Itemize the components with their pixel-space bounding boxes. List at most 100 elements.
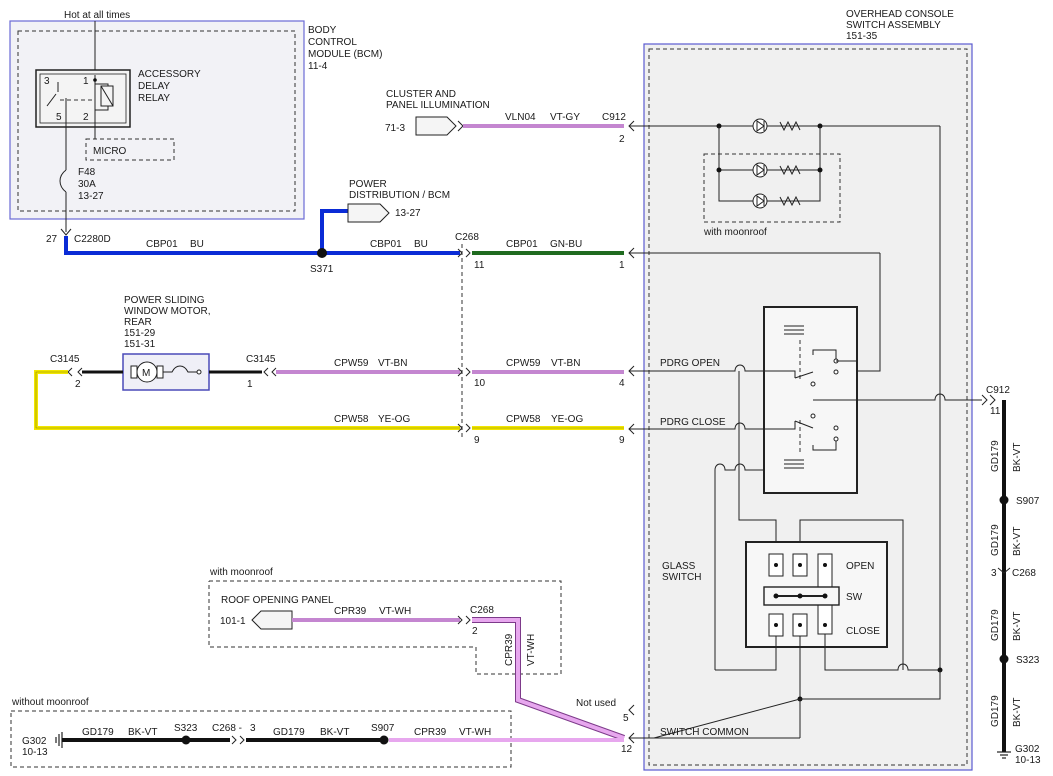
lamp-loop: [718, 126, 821, 202]
motor-brush-right: [156, 365, 164, 379]
console-pin-arrows: [628, 120, 635, 744]
cpw59-pin4: 4: [619, 378, 625, 389]
wire-cbp01-power-dist: [320, 209, 348, 253]
motor-title-4: 151-29: [124, 328, 156, 339]
relay-coil-diag: [100, 85, 114, 107]
pdrg-close-line: [629, 421, 796, 430]
cpw58-pin9b: 9: [619, 435, 625, 446]
c268-right-pin: 3: [991, 568, 997, 579]
bcm-title-2: CONTROL: [308, 37, 357, 48]
c268-pin11-arrow-b: [465, 248, 471, 258]
c268-bottom-pin: 3: [250, 723, 256, 734]
glass-switch-title-2: SWITCH: [662, 572, 701, 583]
switch-close-label: CLOSE: [846, 626, 880, 637]
relay-title-3: RELAY: [138, 93, 170, 104]
lamp-resistor-3: [779, 195, 801, 207]
cbp01-wire-label-1: CBP01: [146, 239, 178, 250]
c268-bottom-arrow-b: [239, 735, 245, 745]
c268-pin11-arrow-a: [457, 248, 463, 258]
c912-top-pin: 2: [619, 134, 625, 145]
cpr39-color-label-1: VT-WH: [379, 606, 411, 617]
roof-panel-ref: 101-1: [220, 616, 246, 627]
lamp-junction-d: [817, 167, 823, 173]
wire-cpw58-a-edge: [35, 371, 460, 429]
cpw59-wire-label-1: CPW59: [334, 358, 369, 369]
pdrg-open-label: PDRG OPEN: [660, 358, 720, 369]
lamp-led-2-symbol: [756, 164, 765, 176]
cpr39-vertical-wire-label: CPR39: [504, 633, 515, 666]
cbp01-wire-label-2: CBP01: [370, 239, 402, 250]
c268-pin9-arrow-b: [465, 423, 471, 433]
splice-s907-right: [999, 495, 1009, 505]
motor-title-2: WINDOW MOTOR,: [124, 306, 210, 317]
c268-right-label: C268: [1012, 568, 1036, 579]
g302-right-1: G302: [1015, 744, 1040, 755]
cluster-title-2: PANEL ILLUMINATION: [386, 100, 490, 111]
power-dist-connector: [347, 203, 390, 223]
c912-right-arrow-a: [981, 394, 988, 406]
wire-cpr39-vertical: [472, 618, 625, 740]
ground-symbol-right: [997, 751, 1011, 759]
hot-at-all-times: Hot at all times: [64, 10, 130, 21]
c268-bottom-arrow-a: [231, 735, 237, 745]
motor-m-label: M: [142, 368, 150, 379]
moonroof-lamps-label: with moonroof: [703, 227, 767, 238]
cluster-ref: 71-3: [385, 123, 405, 134]
cbp01-pin1: 1: [619, 260, 625, 271]
cpw58-color-label-1: YE-OG: [378, 414, 410, 425]
wire-cbp01-blue: [64, 236, 460, 255]
fuse-rating: 30A: [78, 179, 96, 190]
c912-right-label: C912: [986, 385, 1010, 396]
pin12-label: 12: [621, 744, 633, 755]
c3145-left-pin: 2: [75, 379, 81, 390]
cbp01-color-label-3: GN-BU: [550, 239, 582, 250]
c2280-pin: 27: [46, 234, 58, 245]
pdrg-close-label: PDRG CLOSE: [660, 417, 726, 428]
motor-title-3: REAR: [124, 317, 152, 328]
bcm-title-3: MODULE (BCM): [308, 49, 382, 60]
c3145-right-label: C3145: [246, 354, 276, 365]
c2280-arrow: [60, 228, 72, 236]
relay-coil-leads: [95, 83, 109, 111]
not-used-label: Not used: [576, 698, 616, 709]
bkvt-a-label: BK-VT: [1012, 443, 1023, 472]
vln04-wire-label: VLN04: [505, 112, 536, 123]
fuse-f48: [59, 169, 67, 193]
bkvt-d-label: BK-VT: [1012, 698, 1023, 727]
c268-bottom-label: C268 -: [212, 723, 242, 734]
relay-coil: [100, 85, 114, 107]
power-dist-ref: 13-27: [395, 208, 421, 219]
console-power-drop: [857, 253, 881, 372]
s323-right-label: S323: [1016, 655, 1040, 666]
motor-brush-left: [130, 365, 138, 379]
c268-pin10-arrow-a: [457, 367, 463, 377]
relay-title-1: ACCESSORY: [138, 69, 201, 80]
relay-inner: [39, 73, 127, 124]
c268-pin9-arrow-a: [457, 423, 463, 433]
lamp-junction-c: [716, 167, 722, 173]
fuse-name: F48: [78, 167, 96, 178]
relay-title-2: DELAY: [138, 81, 170, 92]
lamp-led-1: [752, 118, 768, 134]
c912-right-arrow-b: [989, 394, 996, 406]
motor-breaker: [163, 365, 199, 373]
glass-switch-title-1: GLASS: [662, 561, 696, 572]
console-inner-dashed: [648, 48, 968, 766]
lamp-led-2: [752, 162, 768, 178]
bkvt-b-label: BK-VT: [1012, 527, 1023, 556]
switch-common-label: SWITCH COMMON: [660, 727, 749, 738]
relay-pin5: 5: [56, 112, 62, 123]
bcm-title-4: 11-4: [308, 61, 328, 72]
splice-s323-bottom: [181, 735, 191, 745]
cpr39-vertical-color-label: VT-WH: [526, 634, 537, 666]
gd179-bottom2-label: GD179: [273, 727, 305, 738]
lamp-led-3-symbol: [756, 195, 765, 207]
cpw59-pin10: 10: [474, 378, 486, 389]
wire-cpr39-vertical-edge: [472, 617, 626, 741]
lamp-led-3: [752, 193, 768, 209]
power-dist-title-1: POWER: [349, 179, 387, 190]
moonroof-lamps-box: [703, 153, 841, 223]
c3145-right-pin: 1: [247, 379, 253, 390]
relay-output-line: [813, 393, 982, 401]
